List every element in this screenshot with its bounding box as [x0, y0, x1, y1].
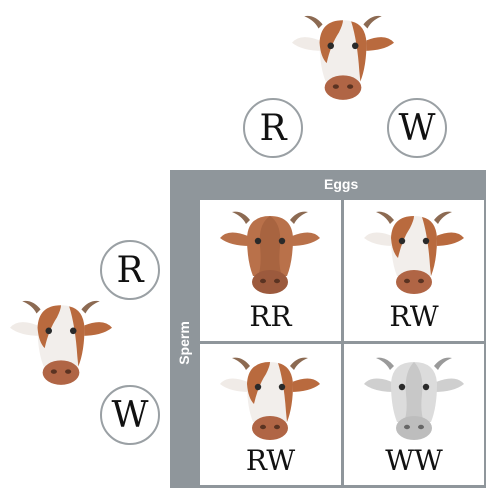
- egg-allele-r: R: [243, 98, 303, 158]
- egg-allele-w: W: [387, 98, 447, 158]
- punnett-cell-rr: RR: [200, 200, 341, 341]
- cow-icon: [220, 206, 320, 296]
- genotype-label: WW: [385, 444, 443, 477]
- eggs-label: Eggs: [324, 176, 359, 192]
- cow-icon: [220, 352, 320, 442]
- genotype-label: RR: [249, 300, 292, 333]
- punnett-cell-rw-bottom: RW: [200, 344, 341, 485]
- genotype-label: RW: [389, 300, 439, 333]
- sperm-label: Sperm: [175, 321, 192, 365]
- cow-icon: [10, 295, 112, 387]
- punnett-square: Eggs Sperm RR RW RW WW: [170, 170, 486, 488]
- genotype-label: RW: [245, 444, 296, 477]
- punnett-cell-ww: WW: [344, 344, 484, 485]
- cow-icon: [292, 10, 394, 102]
- cow-icon: [364, 206, 464, 296]
- sperm-allele-w: W: [100, 385, 160, 445]
- sperm-allele-r: R: [100, 240, 160, 300]
- cow-icon: [364, 352, 464, 442]
- punnett-cell-rw-top: RW: [344, 200, 484, 341]
